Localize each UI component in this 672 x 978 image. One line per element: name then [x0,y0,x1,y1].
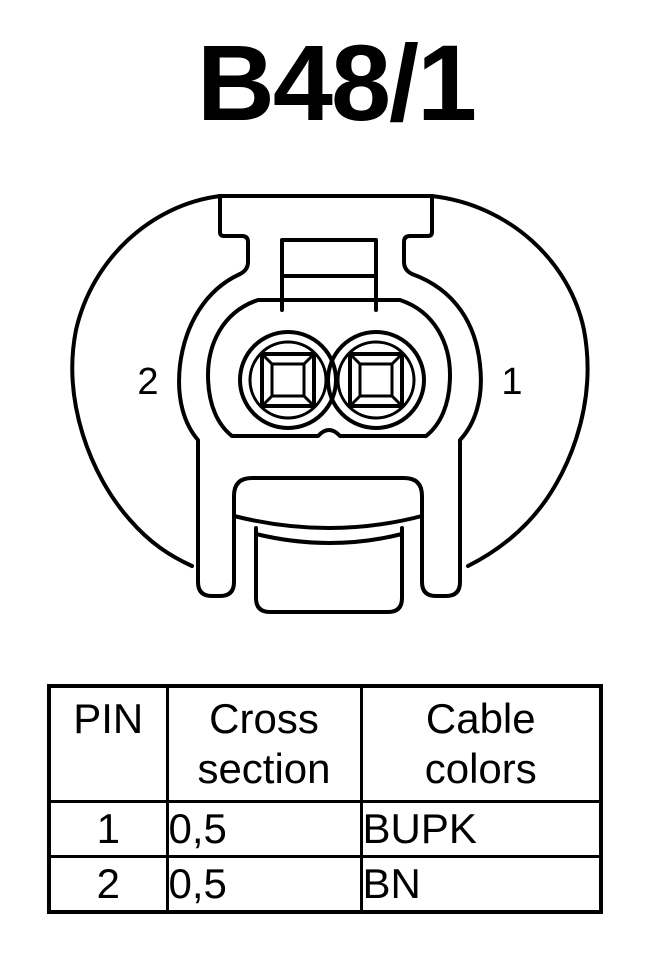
pin-1-cavity-inner [336,340,416,420]
cell-cross-section: 0,5 [165,800,363,858]
table-row: 2 0,5 BN [47,855,603,914]
connector-inner-contour [206,298,452,438]
pin-2-cavity-inner [248,340,328,420]
pin-label-right: 1 [501,361,522,403]
header-cross-section: Cross section [165,684,363,803]
pin-2-terminal [260,352,316,408]
cell-cross-section: 0,5 [165,855,363,914]
cell-cable-color: BN [359,855,603,914]
pin-1-cavity [326,330,426,430]
cell-pin: 1 [47,800,169,858]
table-row: 1 0,5 BUPK [47,800,603,858]
header-cable-colors: Cable colors [359,684,603,803]
cell-pin: 2 [47,855,169,914]
connector-housing-outline [70,194,590,568]
pin-2-cavity [238,330,338,430]
connector-inner-body [177,272,483,598]
connector-title: B48/1 [196,22,477,143]
connector-latch [218,194,434,276]
pin-label-left: 2 [137,361,158,403]
connector-diagram: 2 1 [70,194,590,614]
connector-plug [232,514,424,614]
pin-assignment-table: PIN Cross section Cable colors 1 0,5 BUP… [47,684,603,914]
header-pin: PIN [47,684,169,803]
table-header-row: PIN Cross section Cable colors [47,684,603,803]
pin-1-terminal [348,352,404,408]
connector-key [280,238,378,312]
cell-cable-color: BUPK [359,800,603,858]
